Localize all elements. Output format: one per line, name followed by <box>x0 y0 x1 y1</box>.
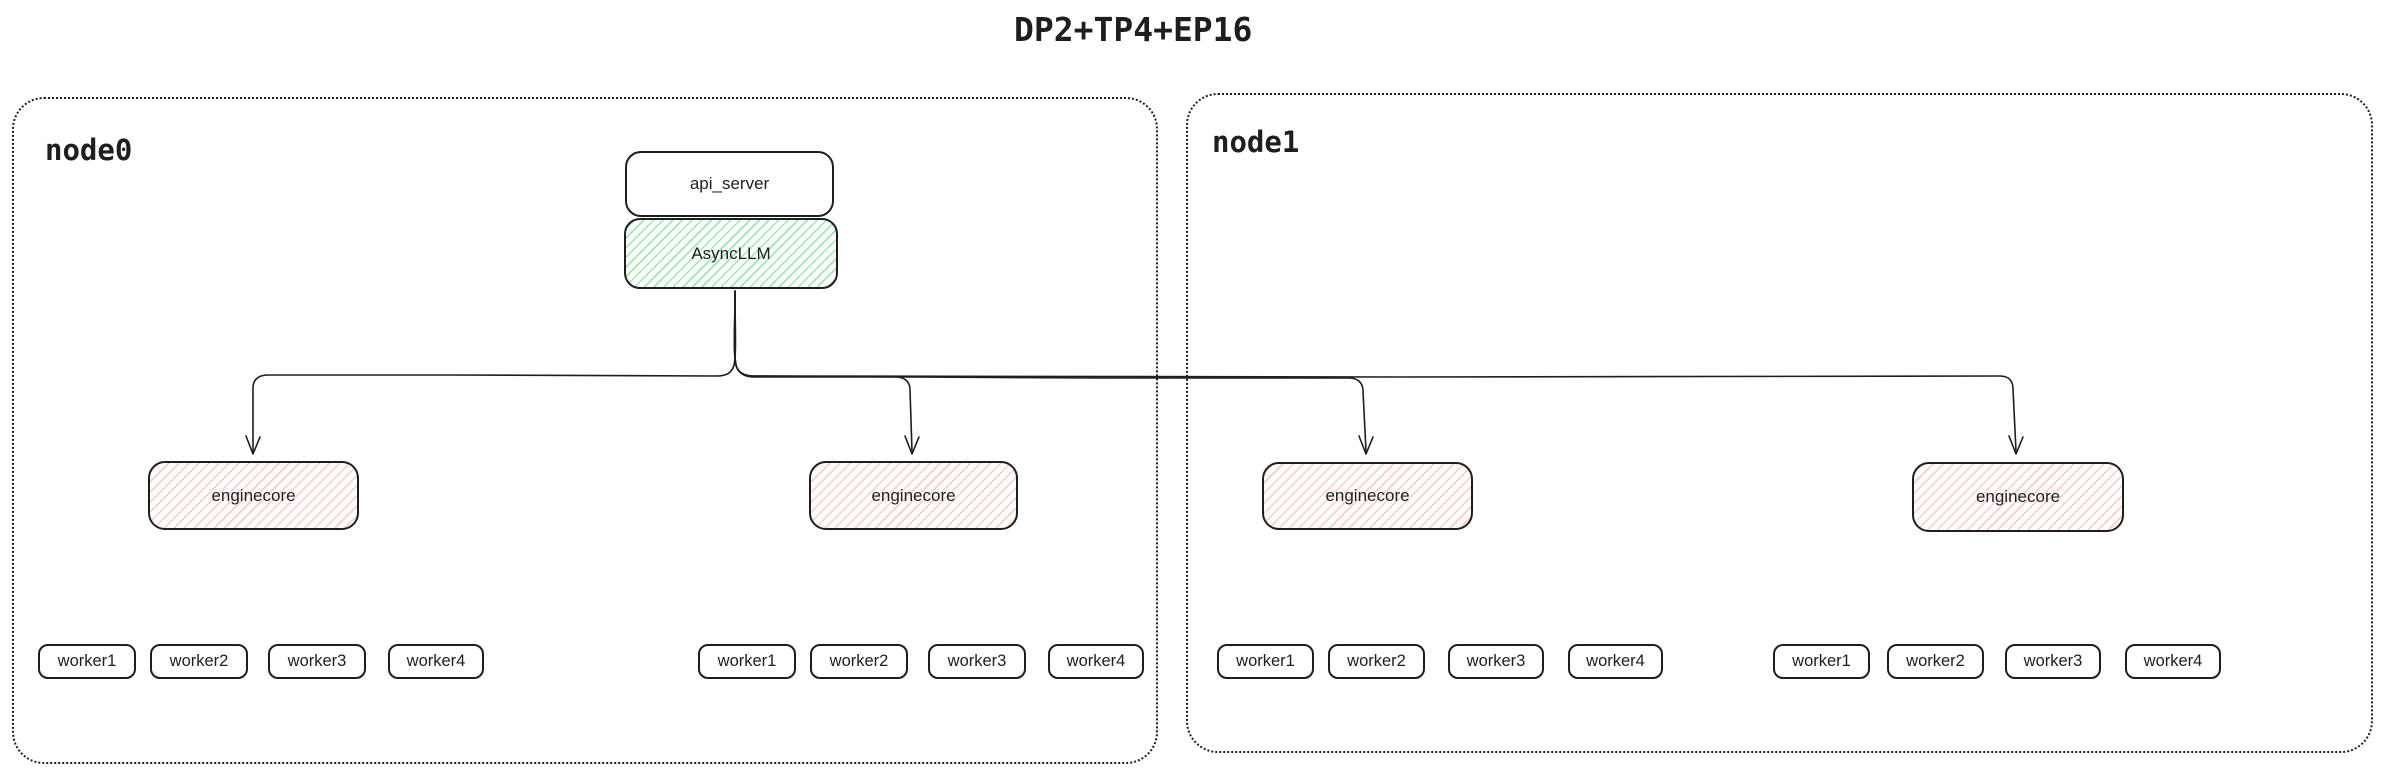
api-server-box: api_server <box>625 151 834 217</box>
enginecore-box: enginecore <box>148 461 359 530</box>
asyncllm-box: AsyncLLM <box>624 218 838 289</box>
worker-box: worker2 <box>150 644 248 679</box>
worker-box: worker3 <box>1448 644 1544 679</box>
worker-box: worker1 <box>38 644 136 679</box>
enginecore-label: enginecore <box>871 485 956 505</box>
enginecore-box: enginecore <box>1912 462 2124 532</box>
worker-box: worker2 <box>1328 644 1425 679</box>
worker-box: worker4 <box>1568 644 1663 679</box>
worker-box: worker3 <box>268 644 366 679</box>
node0-label: node0 <box>45 133 133 167</box>
worker-box: worker4 <box>2125 644 2221 679</box>
worker-box: worker4 <box>388 644 484 679</box>
diagram-title: DP2+TP4+EP16 <box>1014 10 1253 49</box>
worker-box: worker3 <box>928 644 1026 679</box>
worker-box: worker3 <box>2005 644 2101 679</box>
worker-box: worker1 <box>1217 644 1314 679</box>
worker-box: worker4 <box>1048 644 1144 679</box>
asyncllm-label: AsyncLLM <box>691 243 771 263</box>
enginecore-label: enginecore <box>211 485 296 505</box>
worker-box: worker2 <box>810 644 908 679</box>
worker-box: worker2 <box>1887 644 1984 679</box>
enginecore-box: enginecore <box>1262 462 1473 530</box>
worker-box: worker1 <box>1773 644 1870 679</box>
node1-label: node1 <box>1212 125 1300 159</box>
enginecore-label: enginecore <box>1975 487 2061 506</box>
enginecore-box: enginecore <box>809 461 1018 530</box>
worker-box: worker1 <box>698 644 796 679</box>
api-server-label: api_server <box>689 174 770 193</box>
enginecore-label: enginecore <box>1325 486 1410 505</box>
